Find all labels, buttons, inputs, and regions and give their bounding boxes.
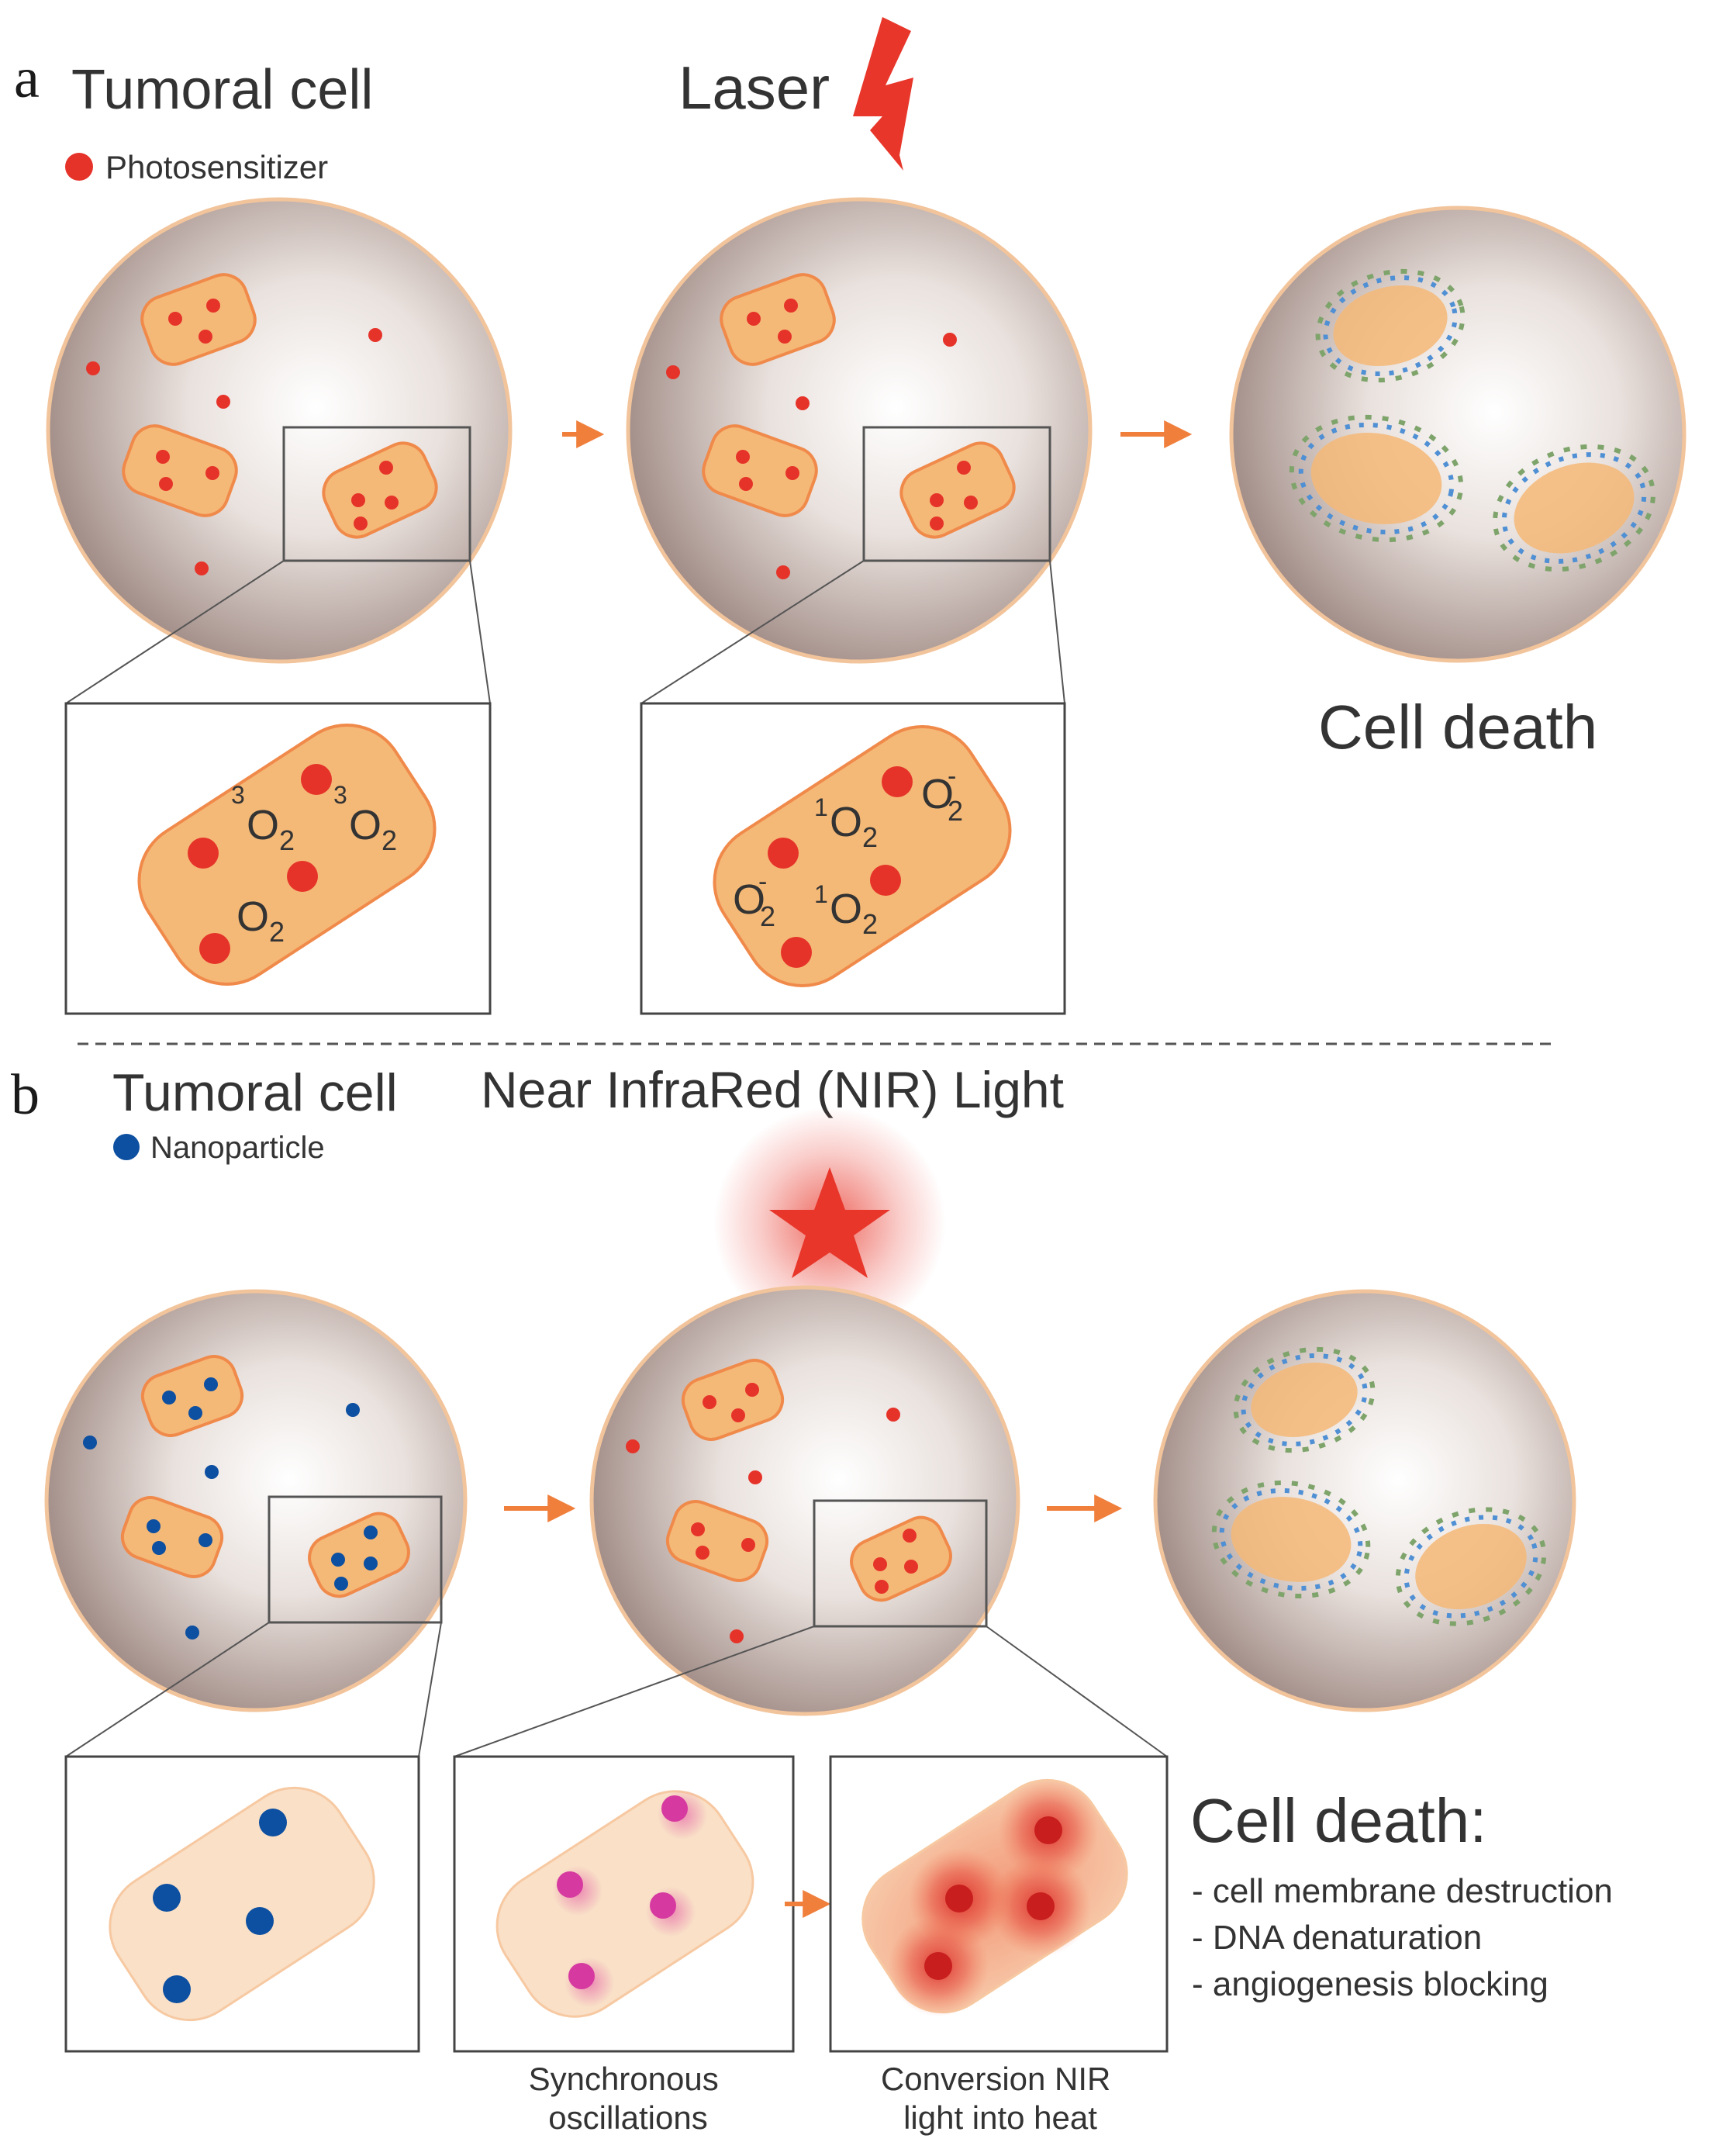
zoom-box [268,1495,443,1624]
cell-a3-dead [1229,206,1687,663]
inset-b3 [829,1755,1169,2053]
cell-a1 [46,197,513,664]
inset-a1: 3O2 3O2 O2 [64,702,492,1015]
heat-particles [888,1780,1099,2016]
lightning-icon [853,17,913,171]
nir-star-icon [713,1107,946,1339]
panel-a-letter: a [14,47,40,110]
oscillating-particles [553,1790,707,2007]
cell-death-item-2: - DNA denaturation [1192,1919,1482,1957]
nanoparticle-legend-label: Nanoparticle [150,1131,325,1165]
caption-conversion: Conversion NIR light into heat [881,2061,1120,2136]
inset-a2: O-2 1O2 O-2 1O2 [640,702,1066,1015]
zoom-box [813,1499,988,1628]
singlet-oxygen-2: 1O2 [814,880,878,940]
nucleus [720,273,836,366]
panel-b: b Tumoral cell Nanoparticle Near InfraRe… [11,1061,1613,2136]
singlet-oxygen-1: 1O2 [814,793,878,853]
inset-b1 [64,1755,420,2053]
nucleus [140,273,257,366]
panel-a: a Tumoral cell Photosensitizer Laser [14,17,1687,1015]
oxygen-triplet-2: 3O2 [333,781,397,856]
nir-light-label: Near InfraRed (NIR) Light [481,1061,1064,1118]
photosensitizer-dots [768,766,913,968]
nucleus [702,424,818,517]
nucleus-zoom [137,724,437,986]
heated-particle-dots [626,1383,918,1643]
photosensitizer-dots [666,299,978,579]
laser-label: Laser [678,54,830,122]
cell-b2 [589,1285,1020,1716]
superoxide-2: O-2 [733,867,775,932]
panel-a-title: Tumoral cell [71,59,373,121]
photosensitizer-legend-dot [65,153,93,181]
photosensitizer-dots [188,764,332,964]
nucleus [322,441,438,539]
nucleus [120,1496,224,1578]
nucleus-zoom [109,1786,375,2022]
nucleus [899,441,1016,539]
cell-death-item-3: - angiogenesis blocking [1192,1965,1548,2003]
nucleus [665,1500,769,1582]
photosensitizer-dots [86,299,399,575]
nucleus-zoom [495,1790,754,2018]
nucleus [850,1515,952,1602]
panel-b-letter: b [11,1063,40,1127]
oxygen-plain: O2 [236,893,285,948]
nucleus [140,1355,244,1437]
zoom-box [282,426,471,562]
cell-death-label-a: Cell death [1318,693,1597,762]
nanoparticle-dots [83,1377,378,1639]
nucleus-zoom [713,725,1012,987]
cell-death-title-b: Cell death: [1190,1786,1486,1855]
caption-oscillations: Synchronous oscillations [529,2061,728,2136]
inset-b2 [453,1755,795,2053]
nucleus [681,1359,785,1441]
nucleus [122,424,238,517]
photosensitizer-legend-label: Photosensitizer [105,149,328,185]
cell-death-item-1: - cell membrane destruction [1192,1872,1613,1910]
zoom-box [862,426,1051,562]
panel-b-title: Tumoral cell [112,1063,398,1122]
nucleus [308,1512,410,1598]
superoxide-1: O-2 [921,762,963,827]
oxygen-triplet-1: 3O2 [231,781,295,856]
nanoparticle-legend-dot [113,1134,140,1160]
nanoparticle-dots [153,1809,287,2003]
cell-b3-dead [1153,1289,1576,1712]
cell-b1 [44,1289,468,1712]
cell-a2 [626,197,1093,664]
